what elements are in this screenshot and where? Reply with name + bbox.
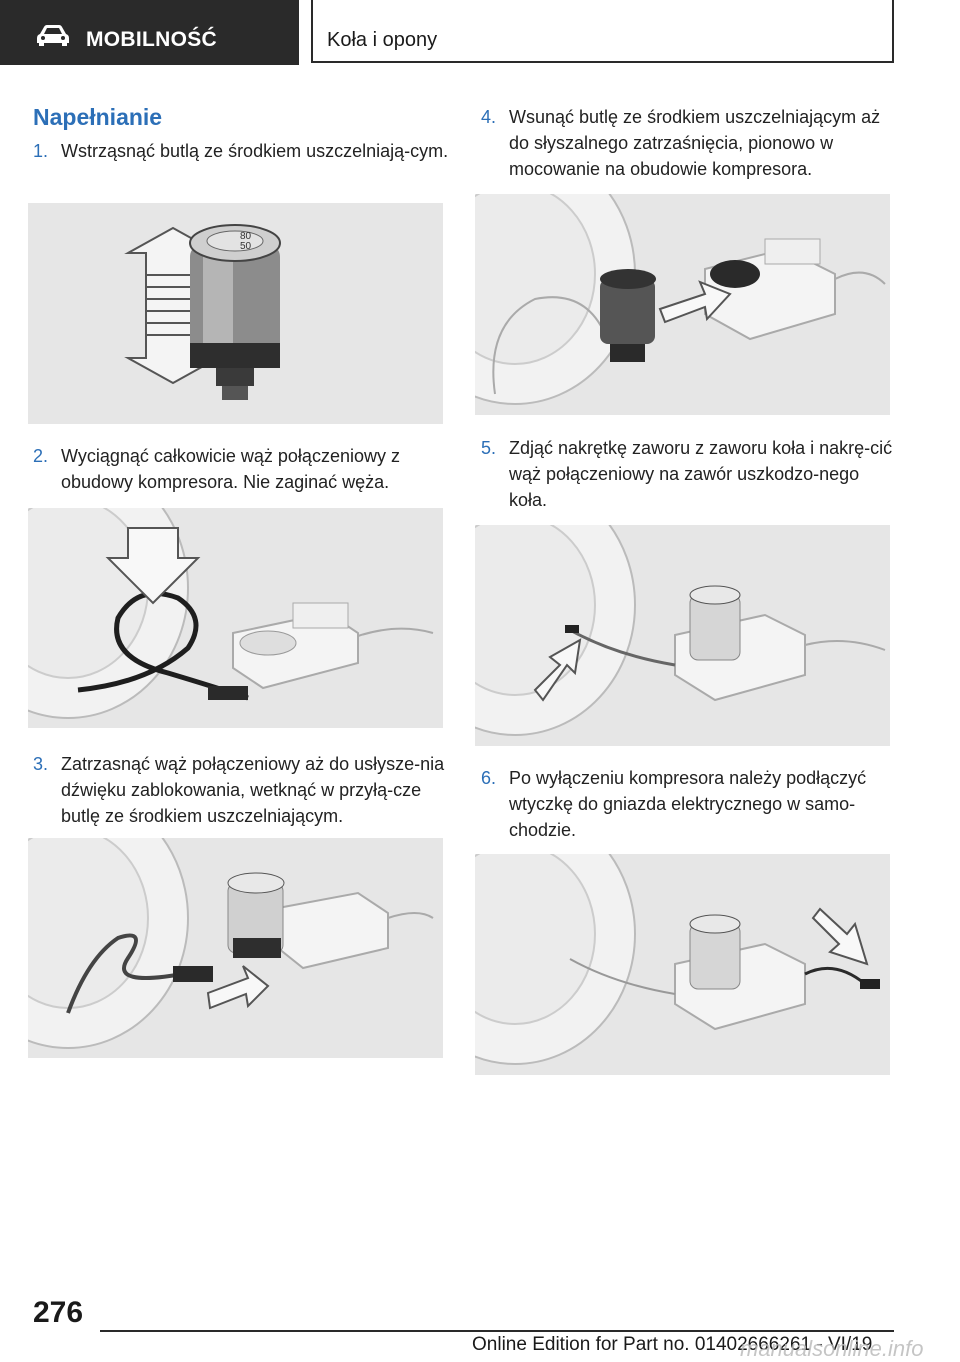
svg-text:80: 80 — [240, 231, 252, 242]
step-number: 5. — [481, 438, 497, 458]
step-5: 5. Zdjąć nakrętkę zaworu z zaworu koła i… — [481, 435, 892, 517]
step-text: Wsunąć butlę ze środkiem uszczelniającym… — [509, 107, 881, 179]
svg-text:50: 50 — [240, 241, 252, 252]
step-4: 4. Wsunąć butlę ze środkiem uszczelniają… — [481, 104, 891, 186]
step-text: Wyciągnąć całkowicie wąż połączeniowy z … — [61, 446, 400, 492]
figure-shake-bottle: 80 50 — [28, 203, 443, 424]
step-number: 2. — [33, 446, 49, 466]
section-tab: MOBILNOŚĆ — [0, 0, 299, 65]
footer-divider — [100, 1330, 894, 1332]
step-6: 6. Po wyłączeniu kompresora należy podłą… — [481, 765, 891, 847]
step-number: 6. — [481, 768, 497, 788]
step-1: 1. Wstrząsnąć butlą ze środkiem uszczeln… — [33, 138, 448, 194]
figure-pull-hose — [28, 508, 443, 728]
watermark: manualsonline.info — [740, 1336, 924, 1361]
step-number: 4. — [481, 107, 497, 127]
step-2: 2. Wyciągnąć całkowicie wąż połączeniowy… — [33, 443, 443, 499]
figure-plug-in — [475, 854, 890, 1075]
figure-insert-bottle — [475, 194, 890, 415]
page-number: 276 — [33, 1296, 84, 1329]
step-3: 3. Zatrzasnąć wąż połączeniowy aż do usł… — [33, 751, 444, 833]
page-heading: Napełnianie — [33, 104, 163, 130]
chapter-header: Koła i opony — [311, 0, 894, 63]
sealant-bottle: 80 50 — [189, 224, 281, 400]
step-text: Zdjąć nakrętkę zaworu z zaworu koła i na… — [509, 438, 893, 510]
chapter-title: Koła i opony — [327, 29, 438, 51]
section-title: MOBILNOŚĆ — [86, 28, 218, 51]
figure-connect-hose — [28, 838, 443, 1058]
footer-edition: Online Edition for Part no. 01402666261 … — [472, 1334, 873, 1355]
step-number: 1. — [33, 141, 49, 161]
car-icon — [37, 25, 69, 46]
figure-attach-valve — [475, 525, 890, 746]
step-text: Po wyłączeniu kompresora należy podłączy… — [509, 768, 867, 840]
step-text: Zatrzasnąć wąż połączeniowy aż do usłysz… — [61, 754, 445, 826]
step-number: 3. — [33, 754, 49, 774]
step-text: Wstrząsnąć butlą ze środkiem uszczelniaj… — [61, 141, 449, 161]
